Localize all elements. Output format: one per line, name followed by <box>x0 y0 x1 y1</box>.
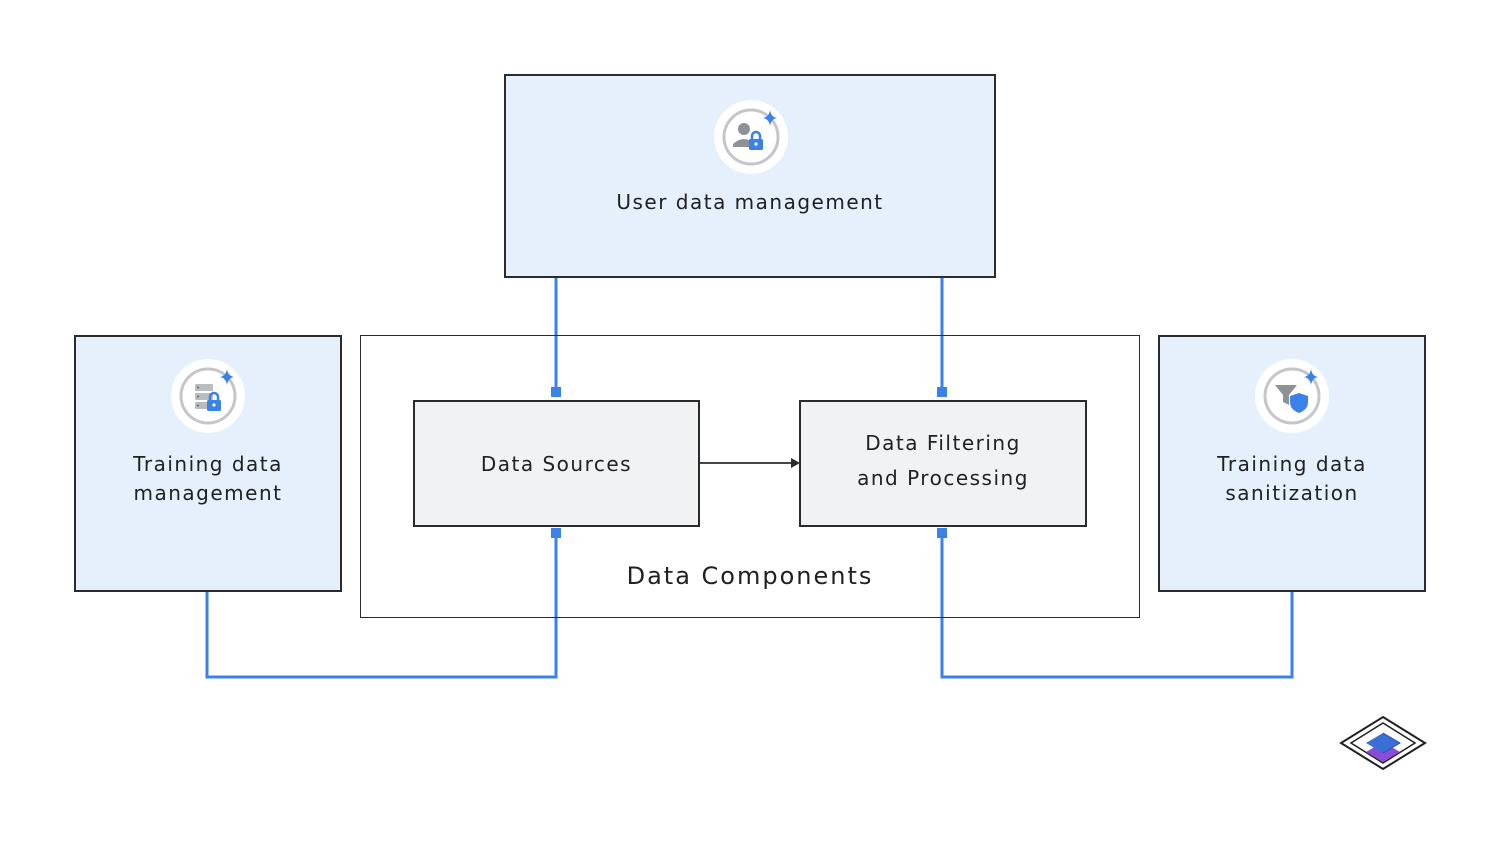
connector-training-mgmt-to-sources <box>205 533 558 679</box>
user-data-management-box: User data management <box>504 74 996 278</box>
user-lock-sparkle-icon <box>714 100 788 174</box>
layered-diamond-logo-icon <box>1339 715 1427 771</box>
training-data-sanitization-box: Training data sanitization <box>1158 335 1426 592</box>
training-data-sanitization-label-line1: Training data <box>1217 452 1367 476</box>
training-data-management-box: Training data management <box>74 335 342 592</box>
training-data-sanitization-label-line2: sanitization <box>1225 481 1359 505</box>
connector-endpoint <box>551 528 561 538</box>
connector-endpoint <box>937 528 947 538</box>
connector-endpoint <box>937 387 947 397</box>
data-sources-box: Data Sources <box>413 400 700 527</box>
connector-endpoint <box>551 387 561 397</box>
data-filtering-label-line1: Data Filtering <box>865 431 1021 455</box>
user-data-management-label: User data management <box>616 190 884 214</box>
training-data-management-label-line2: management <box>133 481 283 505</box>
data-components-container: Data Components <box>360 335 1140 618</box>
connector-sanitization-to-filtering <box>940 533 1294 679</box>
filter-shield-sparkle-icon <box>1255 359 1329 433</box>
training-data-management-label-line1: Training data <box>133 452 283 476</box>
data-sources-label: Data Sources <box>480 452 633 476</box>
data-filtering-label-line2: and Processing <box>857 466 1029 490</box>
data-filtering-box: Data Filtering and Processing <box>799 400 1087 527</box>
data-components-title: Data Components <box>626 562 874 590</box>
database-lock-sparkle-icon <box>171 359 245 433</box>
